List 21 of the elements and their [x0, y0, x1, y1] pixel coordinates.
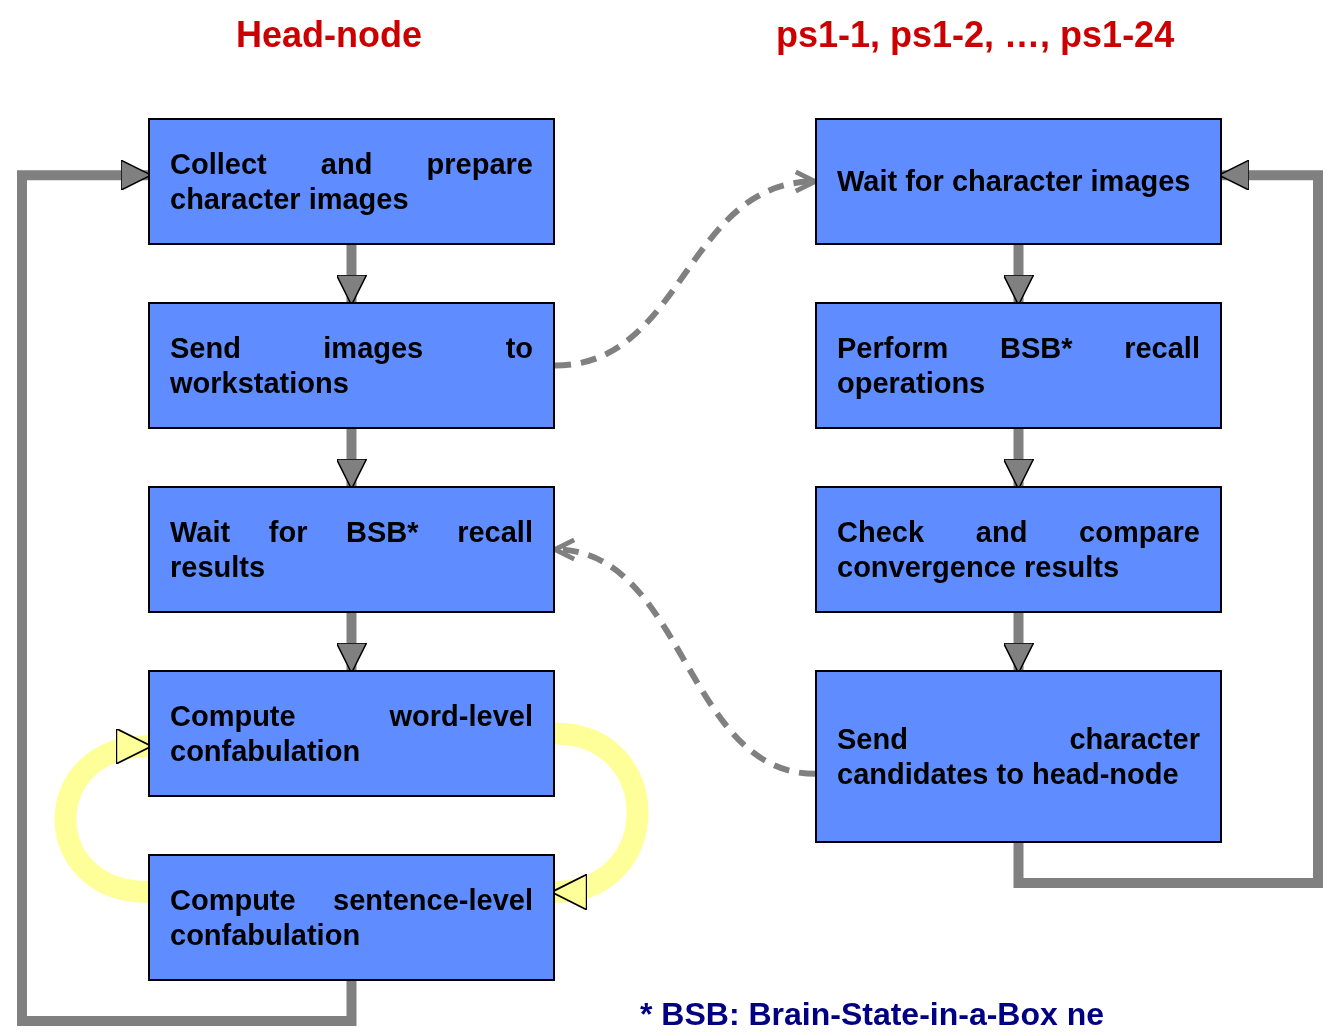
process-box	[815, 670, 1222, 843]
box-text: Send character candidates to head-node	[837, 721, 1200, 792]
footnote: * BSB: Brain-State-in-a-Box ne	[640, 995, 1105, 1033]
box-text: Compute word-level confabulation	[170, 698, 533, 769]
box-text: Compute sentence-level confabulation	[170, 882, 533, 953]
process-box	[815, 486, 1222, 613]
process-box	[148, 670, 555, 797]
process-box	[815, 302, 1222, 429]
box-text: Check and compare convergence results	[837, 514, 1200, 585]
process-box	[148, 118, 555, 245]
column-heading: ps1-1, ps1-2, …, ps1-24	[776, 13, 1175, 57]
box-text: Send images to workstations	[170, 330, 533, 401]
box-text: Wait for BSB* recall results	[170, 514, 533, 585]
box-text: Collect and prepare character images	[170, 146, 533, 217]
process-box	[148, 486, 555, 613]
process-box	[148, 854, 555, 981]
box-text: Wait for character images	[837, 164, 1192, 199]
column-heading: Head-node	[236, 13, 422, 57]
process-box	[148, 302, 555, 429]
box-text: Perform BSB* recall operations	[837, 330, 1200, 401]
process-box	[815, 118, 1222, 245]
